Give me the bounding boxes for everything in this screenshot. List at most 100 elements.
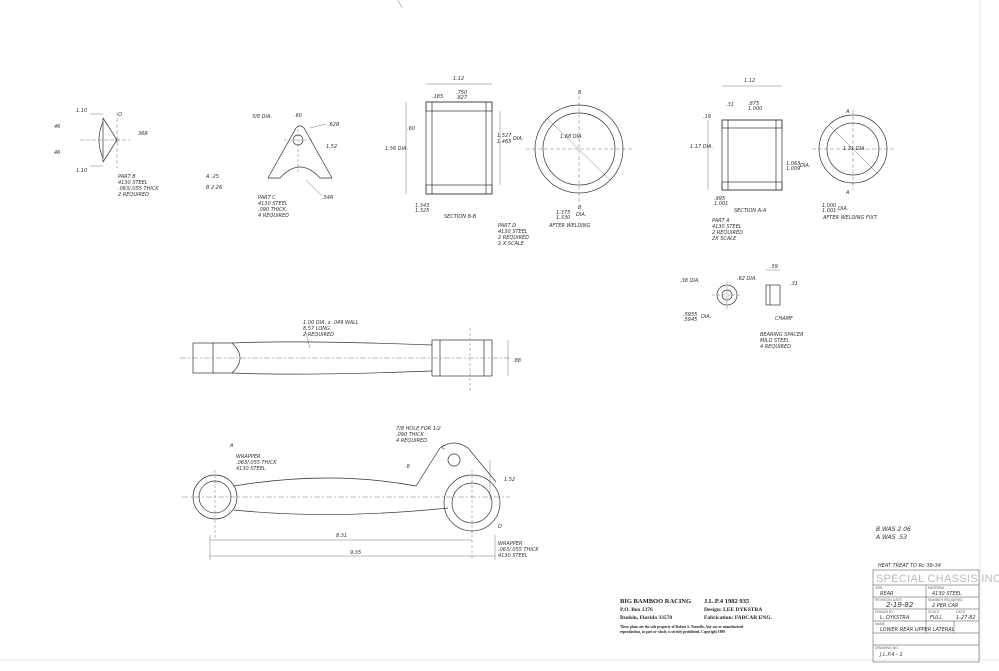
part-d-section-view: 1.12 .185 .750 .827 1.56 DIA. .60 1.527 … — [385, 76, 523, 220]
part-a-title: PART A — [712, 218, 730, 224]
spacer-title: BEARING SPACER — [760, 332, 804, 338]
part-d-dim: DIA. — [513, 136, 523, 142]
spacer-dim: .5945 — [683, 317, 697, 323]
part-a-dim: .19 — [703, 114, 711, 120]
assembly-view: 7/8 HOLE FOR 1/2 .090 THICK 4 REQUIRED W… — [182, 426, 539, 560]
assembly-label: C — [442, 445, 446, 451]
part-d-dim: 1.527 — [497, 133, 512, 139]
assembly-label: D — [498, 524, 502, 530]
part-d-dim: .827 — [456, 95, 468, 101]
tb-label: SCALE — [928, 610, 940, 614]
part-d-dim: 1.325 — [415, 208, 429, 214]
part-a-section-label: SECTION A-A — [734, 208, 767, 214]
tb-label: NAME — [875, 622, 886, 626]
spacer-dim: .62 DIA. — [737, 276, 757, 282]
part-a-circle-dim: A — [845, 190, 850, 196]
tube-note: 2 REQUIRED — [303, 332, 334, 338]
company-info: BIG BAMBOO RACING P.O. Box 1376 Ruskin, … — [620, 598, 773, 634]
spacer-dim: CHAMF — [775, 316, 793, 322]
spacer-dim: DIA. — [701, 314, 711, 320]
assembly-wrapper-left: WRAPPER — [236, 454, 261, 460]
tube-note: 1.00 DIA. x .049 WALL — [303, 320, 359, 326]
part-a-dim: 1.12 — [744, 78, 755, 84]
part-c-thickness: .090 THICK — [258, 207, 287, 213]
part-a-dim: 1.009 — [786, 166, 800, 172]
part-a-dim: 1.000 — [748, 106, 762, 112]
part-b-dim: O — [118, 112, 122, 118]
part-b-view: 1.10 46 46 1.10 36R O PART B 4130 STEEL … — [54, 108, 159, 198]
part-c-dim: .62R — [328, 122, 339, 128]
part-d-dim: 1.465 — [497, 139, 511, 145]
part-c-material: 4130 STEEL — [258, 201, 288, 207]
part-c-label-b: B 2.26 — [206, 185, 222, 191]
part-a-dim: 1.17 DIA. — [690, 144, 713, 150]
revision-line: B WAS 2.06 — [876, 526, 911, 533]
assembly-wrapper-right: WRAPPER — [498, 541, 523, 547]
assembly-dim: .8 — [405, 464, 410, 470]
part-d-end-view: B B 1.68 DIA. 1.375 1.330 DIA. AFTER WEL… — [498, 90, 632, 247]
tb-value: LOWER REAR UPPER LATERAL — [880, 627, 955, 633]
part-d-dim: .185 — [432, 94, 443, 100]
part-b-material: 4130 STEEL — [118, 180, 148, 186]
tube-dim: .88 — [513, 358, 521, 364]
tb-value: L. DYKSTRA — [880, 615, 910, 621]
part-a-dim: DIA. — [800, 163, 810, 169]
revision-line: A WAS .53 — [875, 534, 907, 541]
part-b-dim: 46 — [54, 150, 60, 156]
part-d-dim: 1.12 — [453, 76, 464, 82]
part-d-circle-dim: 1.68 DIA. — [560, 134, 583, 140]
assembly-note: 4 REQUIRED — [396, 438, 427, 444]
assembly-label: A — [229, 443, 234, 449]
part-a-dim: .875 — [748, 101, 759, 107]
part-b-dim: 46 — [54, 124, 60, 130]
part-a-circle-dim: A — [845, 109, 850, 115]
tb-value: 2 PER CAR — [932, 603, 958, 609]
legal-notice: reproduction, in part or whole, is stric… — [620, 630, 725, 634]
assembly-wrapper-right: .063/.055 THICK — [498, 547, 539, 553]
assembly-dim: 1.52 — [504, 477, 515, 483]
tb-value: REAR — [880, 591, 894, 597]
part-c-title: PART C — [258, 195, 276, 201]
part-c-view: 3/8 DIA. .60 .62R 1.52 .54R A .25 B 2.26… — [205, 113, 339, 219]
part-d-circle-dim: B — [578, 90, 582, 96]
part-d-circle-dim: 1.375 — [556, 210, 570, 216]
part-c-dim: 1.52 — [326, 144, 337, 150]
part-b-qty: 2 REQUIRED — [118, 192, 149, 198]
part-a-circle-dim: 1.000 — [822, 203, 836, 209]
assembly-wrapper-left: 4130 STEEL — [236, 466, 266, 472]
part-b-thickness: .063/.055 THICK — [118, 186, 159, 192]
part-a-dim: .31 — [726, 102, 734, 108]
part-d-circle-dim: B — [578, 205, 582, 211]
part-a-circle-dim: 1.31 DIA. — [843, 146, 866, 152]
part-d-circle-dim: DIA. — [576, 212, 586, 218]
assembly-wrapper-left: .063/.055 THICK — [236, 460, 277, 466]
legal-notice: These plans are the sole property of Rob… — [620, 625, 743, 629]
part-b-dim: 1.10 — [76, 108, 87, 114]
spacer-dim: .5955 — [683, 312, 697, 318]
company-box: P.O. Box 1376 — [620, 607, 653, 613]
title-block: SPECIAL CHASSIS INC. JOB REAR MATERIAL 4… — [872, 569, 999, 663]
part-d-material: 4130 STEEL — [498, 229, 528, 235]
tube-view: 1.00 DIA. x .049 WALL 8.57 LONG 2 REQUIR… — [180, 320, 521, 392]
bearing-spacer-view: .38 DIA. .62 DIA. .59 .31 .5955 .5945 DI… — [680, 264, 804, 350]
heat-treat-note: HEAT TREAT TO Rc 38-34 — [878, 563, 941, 569]
part-a-dim: 1.063 — [786, 161, 800, 167]
tb-value: 2-19-82 — [886, 601, 914, 609]
assembly-wrapper-right: 4130 STEEL — [498, 553, 528, 559]
part-b-dim: 36R — [138, 131, 148, 137]
spacer-dim: .38 DIA. — [680, 278, 700, 284]
tb-label: JOB — [875, 586, 882, 590]
part-b-title: PART B — [118, 174, 136, 180]
tb-label: DRAWING NO. — [875, 646, 899, 650]
part-a-scale: 2X SCALE — [712, 236, 737, 242]
tb-value: FULL — [930, 615, 942, 621]
tb-label: REVISION DATE — [875, 598, 902, 602]
part-c-dim: .54R — [322, 195, 333, 201]
part-a-circle-dim: DIA. — [838, 206, 848, 212]
part-a-qty: 2 REQUIRED — [712, 230, 743, 236]
spacer-dim: .59 — [770, 264, 778, 270]
part-a-section-view: 1.12 .31 .875 1.000 .19 1.17 DIA. 1.063 … — [690, 78, 810, 214]
part-c-dim: .60 — [294, 113, 302, 119]
part-a-dim: 1.001 — [714, 201, 728, 207]
